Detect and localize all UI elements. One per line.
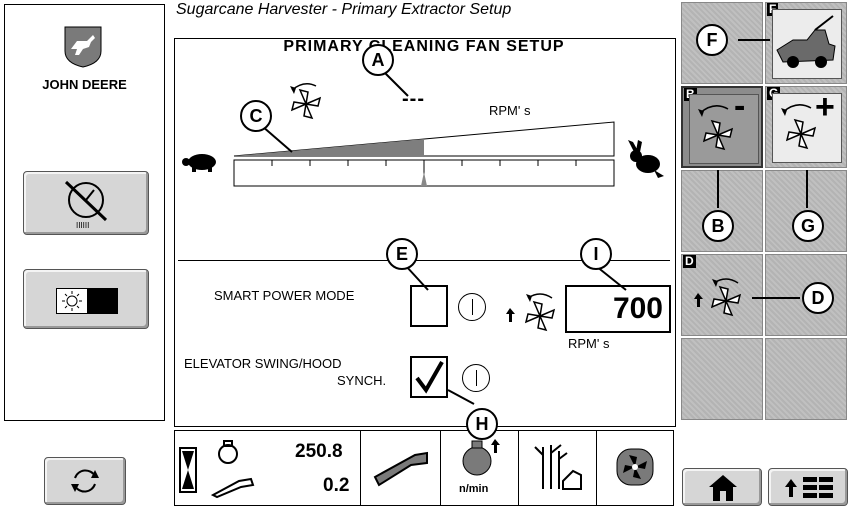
day-night-button[interactable] (23, 269, 149, 329)
softkey-d-boost[interactable]: D (681, 254, 763, 336)
left-sidebar: JOHN DEERE IIIIII (4, 4, 165, 421)
softkey-blank-row5-left[interactable] (681, 338, 763, 420)
callout-h: H (466, 408, 498, 440)
speedometer-disable-button[interactable]: IIIIII (23, 171, 149, 235)
fan-boost-icon (506, 293, 556, 332)
deer-logo-icon (64, 26, 102, 68)
status-bar: 250.8 0.2 n/min (174, 430, 674, 506)
softkey-g-increase[interactable]: G + (765, 86, 847, 168)
turtle-icon (182, 154, 216, 172)
svg-text:IIIIII: IIIIII (76, 221, 89, 230)
status-cell-rpm[interactable]: n/min (441, 431, 519, 505)
smart-power-label: SMART POWER MODE (214, 288, 355, 303)
refresh-button[interactable] (44, 457, 126, 505)
chopper-icon (211, 477, 255, 499)
status-cell-crop[interactable] (519, 431, 597, 505)
extractor-fan-icon (616, 448, 654, 486)
engine-icon (218, 440, 238, 464)
home-icon (709, 475, 737, 501)
smart-power-power-icon (458, 293, 486, 321)
window-title: Sugarcane Harvester - Primary Extractor … (176, 1, 512, 18)
harvester-icon (776, 15, 836, 68)
decrease-symbol: - (734, 87, 746, 125)
speedometer-off-icon: IIIIII (64, 180, 108, 230)
elevator-checkbox[interactable] (410, 356, 448, 398)
status-cell-hours: 250.8 0.2 (175, 431, 361, 505)
callout-c: C (240, 100, 272, 132)
day-night-icon (62, 289, 117, 313)
callout-d: D (802, 282, 834, 314)
sugarcane-crop-icon (534, 444, 582, 490)
basecutter-icon (373, 451, 428, 487)
status-cell-fan[interactable] (597, 431, 673, 505)
rabbit-icon (628, 140, 664, 178)
rpm-unit-label: n/min (459, 483, 489, 495)
menu-up-button[interactable] (768, 468, 848, 506)
menu-up-icon (785, 477, 833, 498)
callout-e: E (386, 238, 418, 270)
elevator-label-line2: SYNCH. (337, 373, 387, 388)
smart-power-checkbox[interactable] (410, 285, 448, 327)
fan-increase-icon (781, 104, 817, 150)
brand-name: JOHN DEERE (42, 77, 127, 92)
callout-b: B (702, 210, 734, 242)
callout-g: G (792, 210, 824, 242)
home-button[interactable] (682, 468, 762, 506)
rpm-display: 700 (565, 285, 671, 333)
fan-boost-softkey-icon (694, 278, 742, 317)
fan-speed-unit: RPM' s (489, 103, 531, 118)
john-deere-logo (53, 25, 113, 69)
status-top-value: 250.8 (295, 441, 343, 462)
softkey-blank-row5-right[interactable] (765, 338, 847, 420)
section-divider (178, 260, 670, 261)
softkey-b-decrease[interactable]: B - (681, 86, 763, 168)
elevator-power-icon (462, 364, 490, 392)
callout-f: F (696, 24, 728, 56)
elevator-label-line1: ELEVATOR SWING/HOOD (184, 356, 342, 371)
increase-symbol: + (815, 88, 835, 126)
rpm-display-unit: RPM' s (568, 336, 610, 351)
fan-decrease-icon (698, 105, 734, 151)
fan-speed-slider[interactable] (232, 120, 618, 190)
softkey-f-harvester[interactable]: F (765, 2, 847, 84)
checkmark-icon (415, 361, 444, 394)
status-bottom-value: 0.2 (323, 475, 350, 496)
fan-icon (290, 83, 322, 120)
callout-a: A (362, 44, 394, 76)
engine-rpm-icon (462, 439, 500, 476)
fan-speed-value: --- (402, 88, 425, 110)
status-cell-basecutter[interactable] (361, 431, 441, 505)
hourglass-icon (179, 447, 197, 493)
refresh-icon (71, 469, 99, 493)
softkey-d-letter: D (683, 254, 696, 268)
callout-i: I (580, 238, 612, 270)
fan-setup-heading: PRIMARY CLEANING FAN SETUP (283, 38, 565, 55)
